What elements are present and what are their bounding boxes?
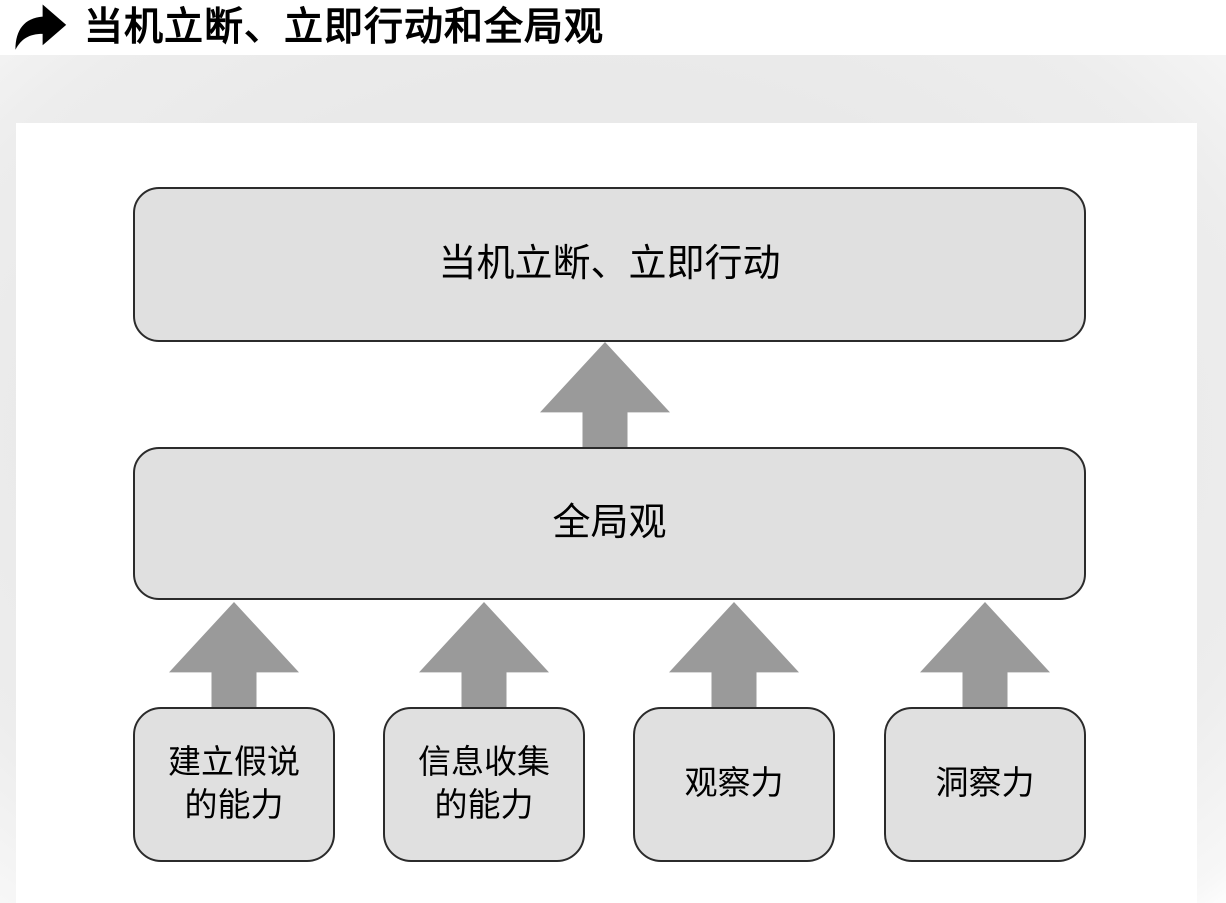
- box-label: 全局观: [552, 502, 667, 545]
- box-info-gathering-ability: 信息收集 的能力: [383, 707, 585, 862]
- curved-forward-arrow-icon: [15, 4, 67, 50]
- figure-caption: 当机立断、立即行动和全局观: [10, 2, 604, 54]
- up-arrow-2: [419, 602, 549, 707]
- box-label: 观察力: [684, 766, 784, 803]
- box-label: 当机立断、立即行动: [438, 243, 781, 286]
- up-arrow-main: [540, 342, 670, 447]
- box-observation: 观察力: [633, 707, 835, 862]
- box-label: 信息收集 的能力: [418, 745, 550, 824]
- figure-panel: 当机立断、立即行动 全局观 建立假说 的能力 信息收集 的能力 观察力 洞察力: [16, 123, 1197, 903]
- box-decisive-action: 当机立断、立即行动: [133, 187, 1086, 342]
- box-label: 建立假说 的能力: [168, 745, 300, 824]
- box-label: 洞察力: [935, 766, 1035, 803]
- up-arrow-3: [669, 602, 799, 707]
- box-hypothesis-ability: 建立假说 的能力: [133, 707, 335, 862]
- page-title: 当机立断、立即行动和全局观: [84, 5, 605, 49]
- box-global-view: 全局观: [133, 447, 1086, 600]
- up-arrow-4: [920, 602, 1050, 707]
- box-insight: 洞察力: [884, 707, 1086, 862]
- up-arrow-1: [169, 602, 299, 707]
- figure-frame: 当机立断、立即行动 全局观 建立假说 的能力 信息收集 的能力 观察力 洞察力: [0, 55, 1226, 903]
